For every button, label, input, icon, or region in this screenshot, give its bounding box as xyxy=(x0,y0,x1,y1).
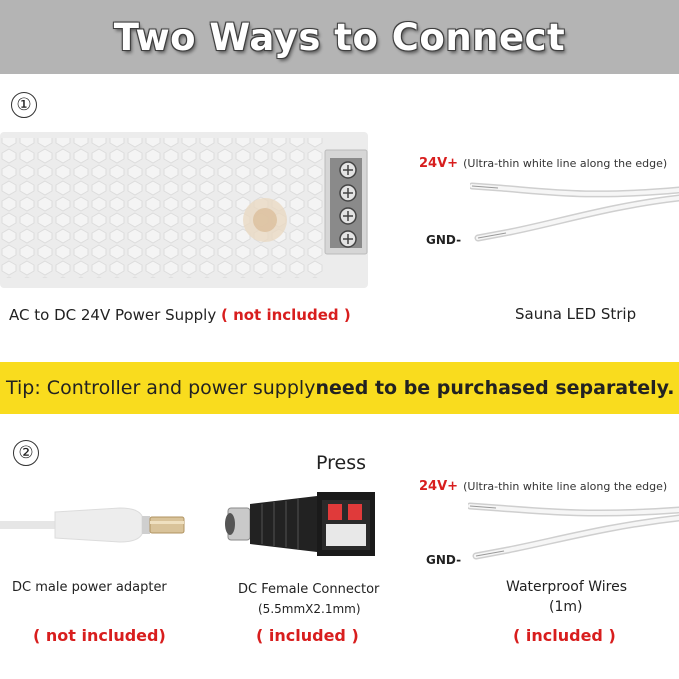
wires-label: Waterproof Wires xyxy=(506,579,628,595)
power-supply-label: AC to DC 24V Power Supply xyxy=(9,306,217,324)
power-supply-icon xyxy=(0,132,368,288)
tip-prefix: Tip: Controller and power supply xyxy=(6,377,316,399)
positive-note: (Ultra-thin white line along the edge) xyxy=(463,157,668,170)
power-supply-caption: AC to DC 24V Power Supply ( not included… xyxy=(9,306,351,324)
positive-voltage: 24V+ xyxy=(419,156,459,171)
step-number-2: ② xyxy=(13,440,39,466)
positive-voltage-2: 24V+ xyxy=(419,479,459,494)
strip-label: Sauna LED Strip xyxy=(515,305,637,323)
power-supply-status: ( not included ) xyxy=(221,306,351,324)
ground-label-2: GND- xyxy=(426,553,462,567)
press-label: Press xyxy=(316,452,367,474)
connector-label: DC Female Connector xyxy=(238,582,380,597)
positive-label-1: 24V+ (Ultra-thin white line along the ed… xyxy=(419,152,667,171)
adapter-status: ( not included) xyxy=(33,626,166,645)
positive-note-2: (Ultra-thin white line along the edge) xyxy=(463,480,668,493)
adapter-label: DC male power adapter xyxy=(12,580,167,595)
page-title: Two Ways to Connect xyxy=(113,15,566,59)
connector-status: ( included ) xyxy=(256,626,359,645)
connector-spec: (5.5mmX2.1mm) xyxy=(258,602,361,616)
title-banner: Two Ways to Connect xyxy=(0,0,679,74)
tip-emphasis: need to be purchased separately. xyxy=(315,377,675,399)
wires-status: ( included ) xyxy=(513,626,616,645)
positive-label-2: 24V+ (Ultra-thin white line along the ed… xyxy=(419,475,667,494)
dc-female-connector-icon xyxy=(225,492,375,556)
ground-label-1: GND- xyxy=(426,233,462,247)
wire-icon xyxy=(470,182,679,242)
step-number-1: ① xyxy=(11,92,37,118)
tip-bar: Tip: Controller and power supply need to… xyxy=(0,362,679,414)
terminal-screw-icon xyxy=(339,161,357,248)
dc-plug-icon xyxy=(0,507,185,543)
wire-icon xyxy=(468,502,679,560)
wires-length: (1m) xyxy=(549,599,583,615)
